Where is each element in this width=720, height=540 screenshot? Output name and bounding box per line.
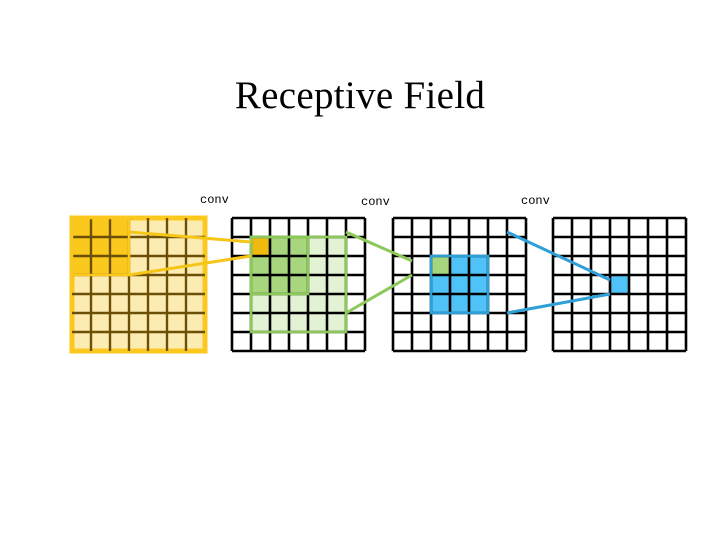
conv1-layer	[230, 216, 367, 353]
conv3-layer	[551, 216, 688, 353]
connector-yellow-top	[128, 230, 252, 244]
page-title: Receptive Field	[234, 74, 486, 117]
conv2-layer	[391, 216, 528, 353]
conv-label-2: conv	[521, 194, 550, 208]
conv-label-1: conv	[361, 195, 390, 209]
region-outline-3x3-receptive-field	[70, 216, 131, 277]
connector-green-bottom	[345, 273, 413, 315]
connector-group	[128, 230, 611, 315]
connector-yellow-bottom	[128, 254, 252, 277]
input-layer	[69, 215, 208, 354]
connector-green-top	[345, 230, 413, 263]
connector-blue-top	[506, 230, 611, 282]
region-outline-3x3-receptive-field	[429, 254, 490, 315]
conv-label-0: conv	[200, 193, 229, 207]
region-output-unit	[251, 237, 270, 256]
region-outline-3x3-receptive-field	[249, 235, 310, 296]
connector-blue-bottom	[506, 292, 611, 315]
region-output-unit	[431, 256, 450, 275]
region-output-unit	[610, 275, 629, 294]
region-3x3-receptive-field	[72, 218, 129, 275]
